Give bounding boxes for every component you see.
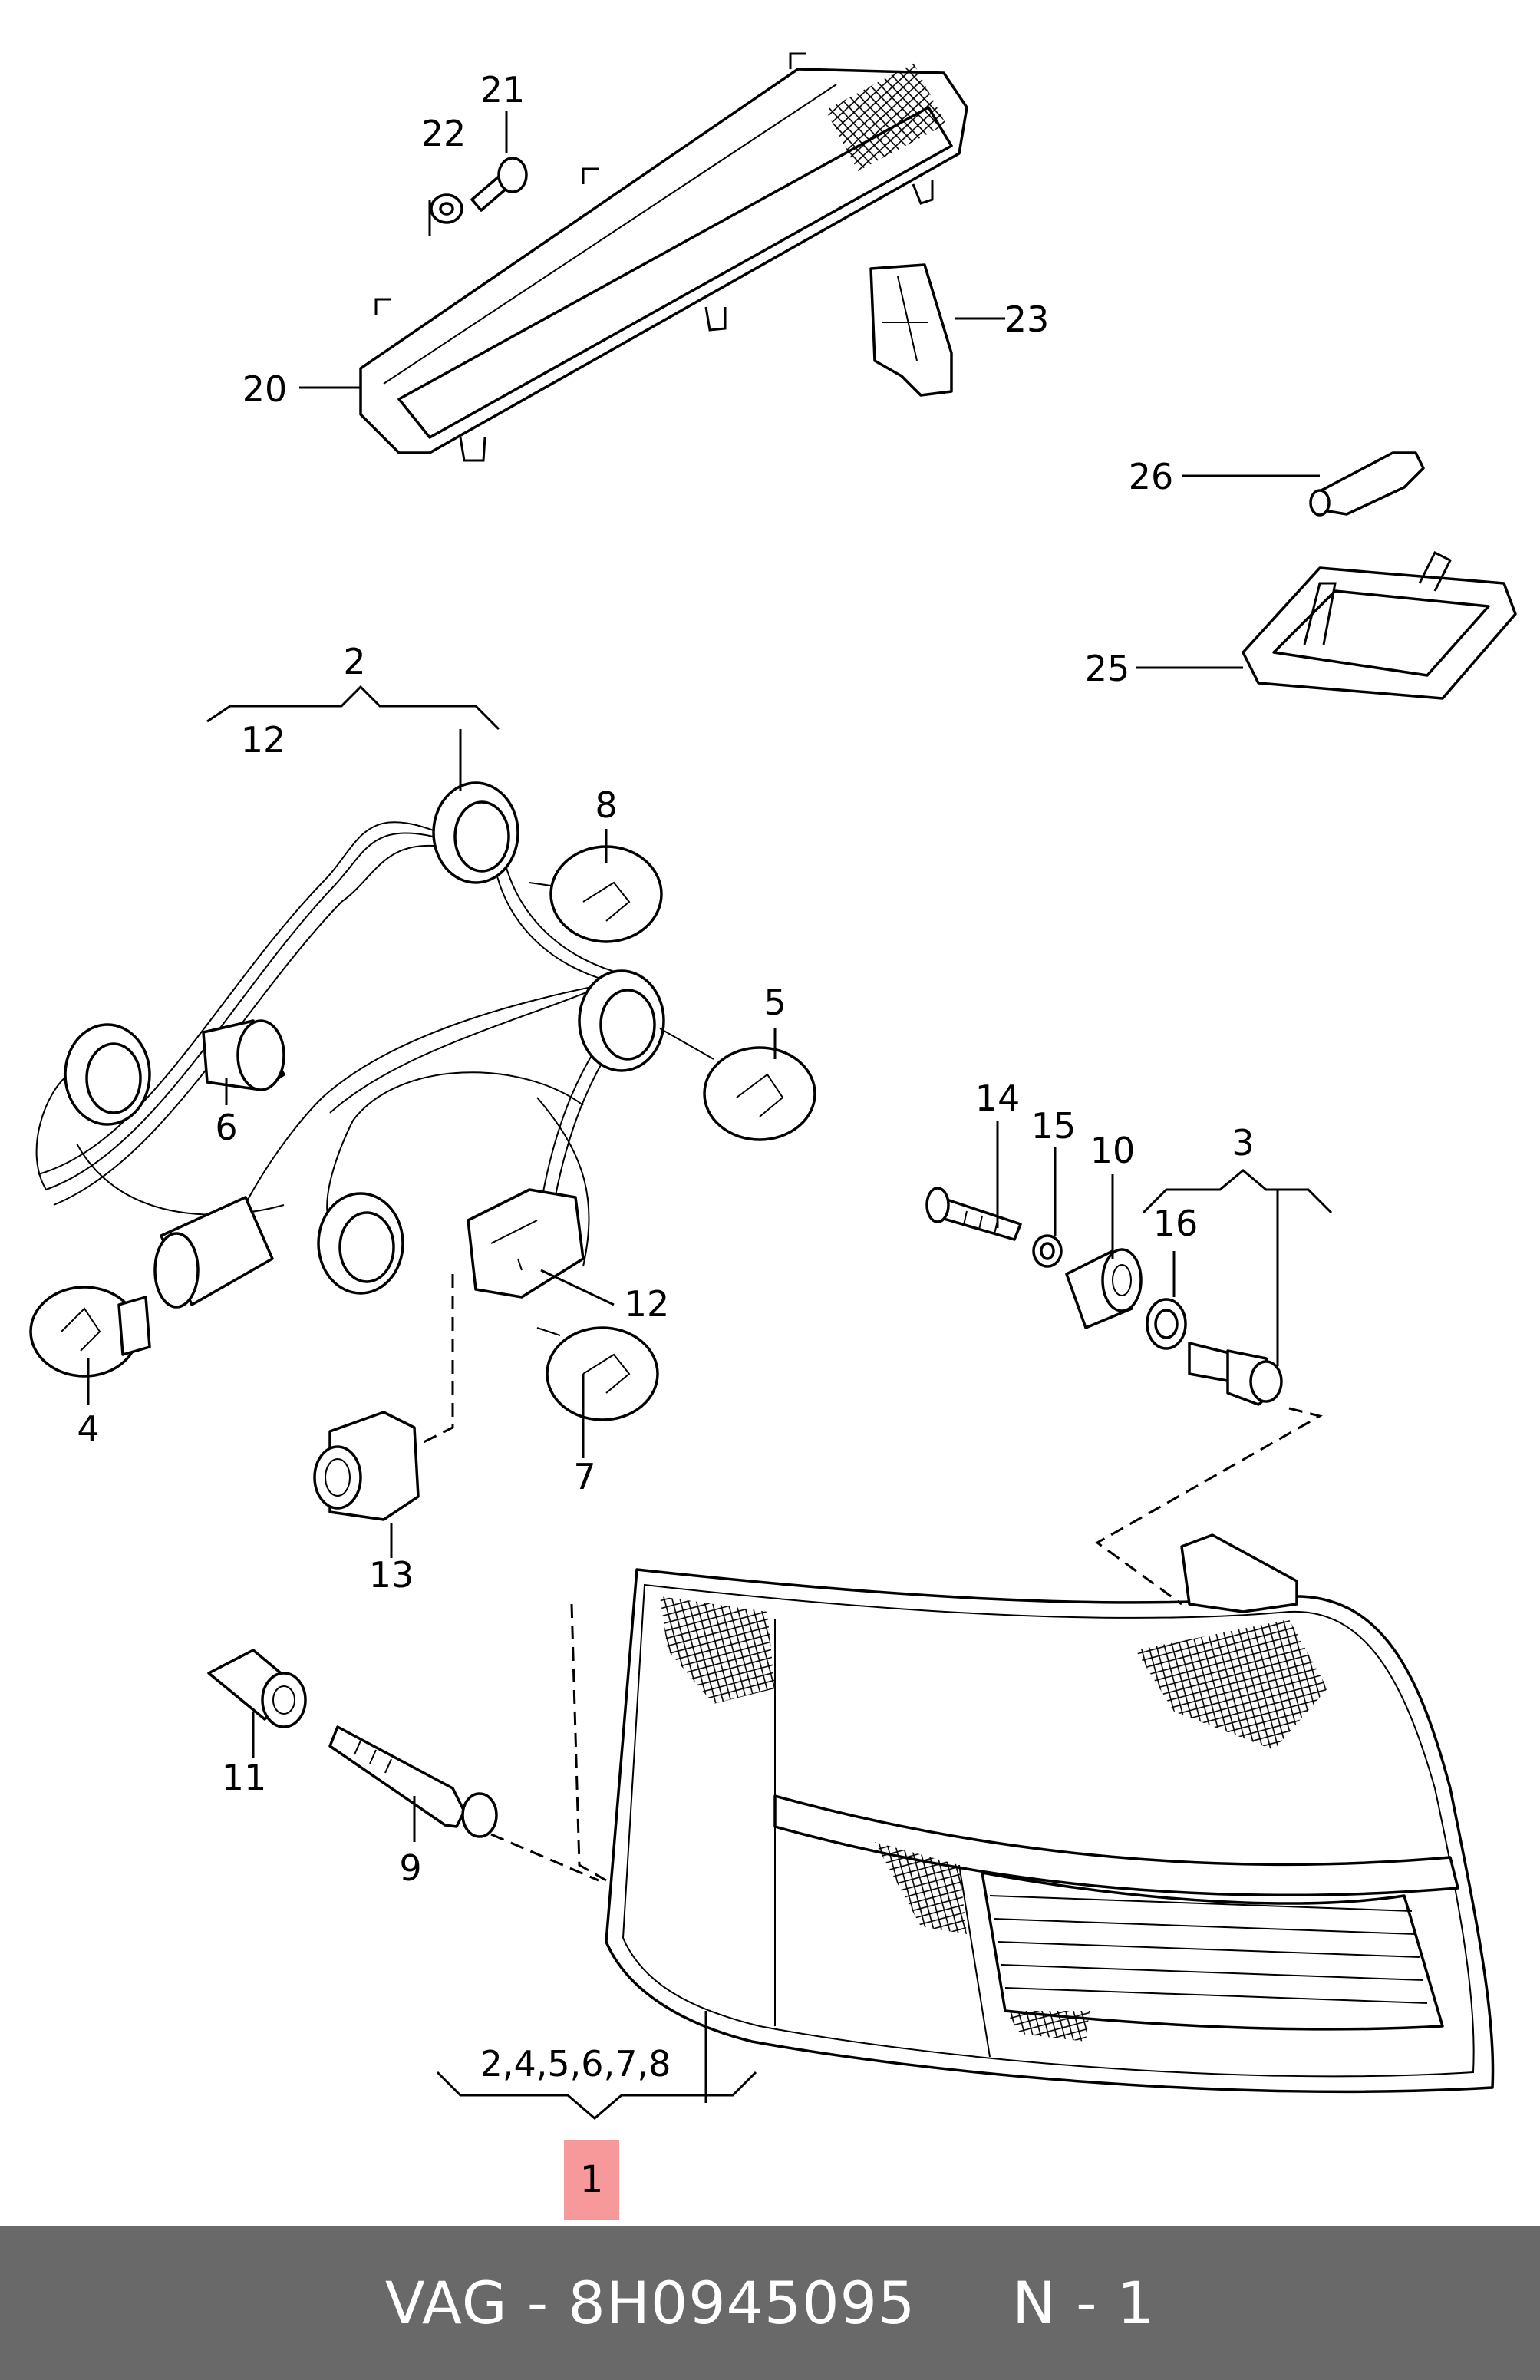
callout-4: 4 bbox=[77, 1408, 99, 1450]
leader-lines bbox=[87, 111, 1333, 2120]
bulb-5 bbox=[659, 1028, 816, 1141]
bulb-8 bbox=[529, 845, 663, 943]
washer-15 bbox=[1032, 1234, 1063, 1268]
connector-23 bbox=[869, 263, 953, 397]
callout-3: 3 bbox=[1232, 1122, 1254, 1164]
highlighted-part-marker bbox=[564, 2140, 619, 2220]
socket-left bbox=[64, 1023, 151, 1126]
brake-light-bar bbox=[359, 52, 968, 462]
callout-12-bottom: 12 bbox=[625, 1283, 670, 1325]
parts-diagram: 20 21 22 23 26 25 2 12 8 5 6 14 15 10 3 … bbox=[29, 52, 1517, 2120]
tail-light bbox=[605, 1533, 1495, 2094]
callout-labels: 20 21 22 23 26 25 2 12 8 5 6 14 15 10 3 … bbox=[77, 69, 1254, 2085]
stud-9 bbox=[328, 1725, 498, 1838]
callout-7: 7 bbox=[573, 1456, 595, 1497]
callout-10: 10 bbox=[1090, 1130, 1136, 1171]
bulb-4 bbox=[29, 1286, 151, 1378]
part-number-footer: VAG - 8H0945095 N - 1 bbox=[0, 2226, 1540, 2380]
license-lamp bbox=[1242, 550, 1517, 700]
bulb-6 bbox=[202, 1019, 285, 1091]
washer-22 bbox=[430, 193, 463, 224]
callout-11: 11 bbox=[222, 1757, 267, 1798]
festoon-bulb-26 bbox=[1309, 451, 1425, 517]
callout-kit-list: 2,4,5,6,7,8 bbox=[480, 2043, 671, 2085]
bulb-7 bbox=[536, 1326, 659, 1421]
callout-9: 9 bbox=[399, 1847, 421, 1889]
callout-15: 15 bbox=[1031, 1105, 1077, 1147]
callout-5: 5 bbox=[763, 982, 786, 1023]
callout-1[interactable]: 1 bbox=[579, 2158, 604, 2201]
callout-6: 6 bbox=[215, 1107, 237, 1148]
callout-16: 16 bbox=[1153, 1203, 1199, 1244]
spacer-10 bbox=[1065, 1248, 1143, 1329]
callout-22: 22 bbox=[421, 113, 467, 154]
harness-plug bbox=[467, 1188, 585, 1299]
bolt-14 bbox=[925, 1187, 1022, 1241]
callout-2: 2 bbox=[343, 641, 365, 682]
callout-26: 26 bbox=[1129, 456, 1174, 497]
callout-12-top: 12 bbox=[241, 719, 286, 761]
bayonet-socket bbox=[153, 1196, 274, 1309]
part-number-label: VAG - 8H0945095 N - 1 bbox=[384, 2269, 1156, 2337]
sleeve-11 bbox=[207, 1649, 307, 1728]
socket-top bbox=[432, 781, 519, 884]
washer-16 bbox=[1146, 1298, 1187, 1350]
socket-right bbox=[578, 969, 665, 1072]
screw-21 bbox=[470, 157, 528, 212]
grommet-13 bbox=[313, 1411, 420, 1521]
callout-20: 20 bbox=[242, 368, 288, 410]
callout-13: 13 bbox=[369, 1554, 414, 1596]
callout-25: 25 bbox=[1085, 648, 1130, 689]
callout-23: 23 bbox=[1004, 299, 1050, 340]
callout-21: 21 bbox=[480, 69, 526, 111]
wiring-harness bbox=[35, 781, 665, 1309]
callout-8: 8 bbox=[595, 784, 617, 826]
callout-14: 14 bbox=[975, 1078, 1021, 1119]
socket-mid bbox=[317, 1192, 404, 1295]
nut-3 bbox=[1188, 1342, 1283, 1406]
